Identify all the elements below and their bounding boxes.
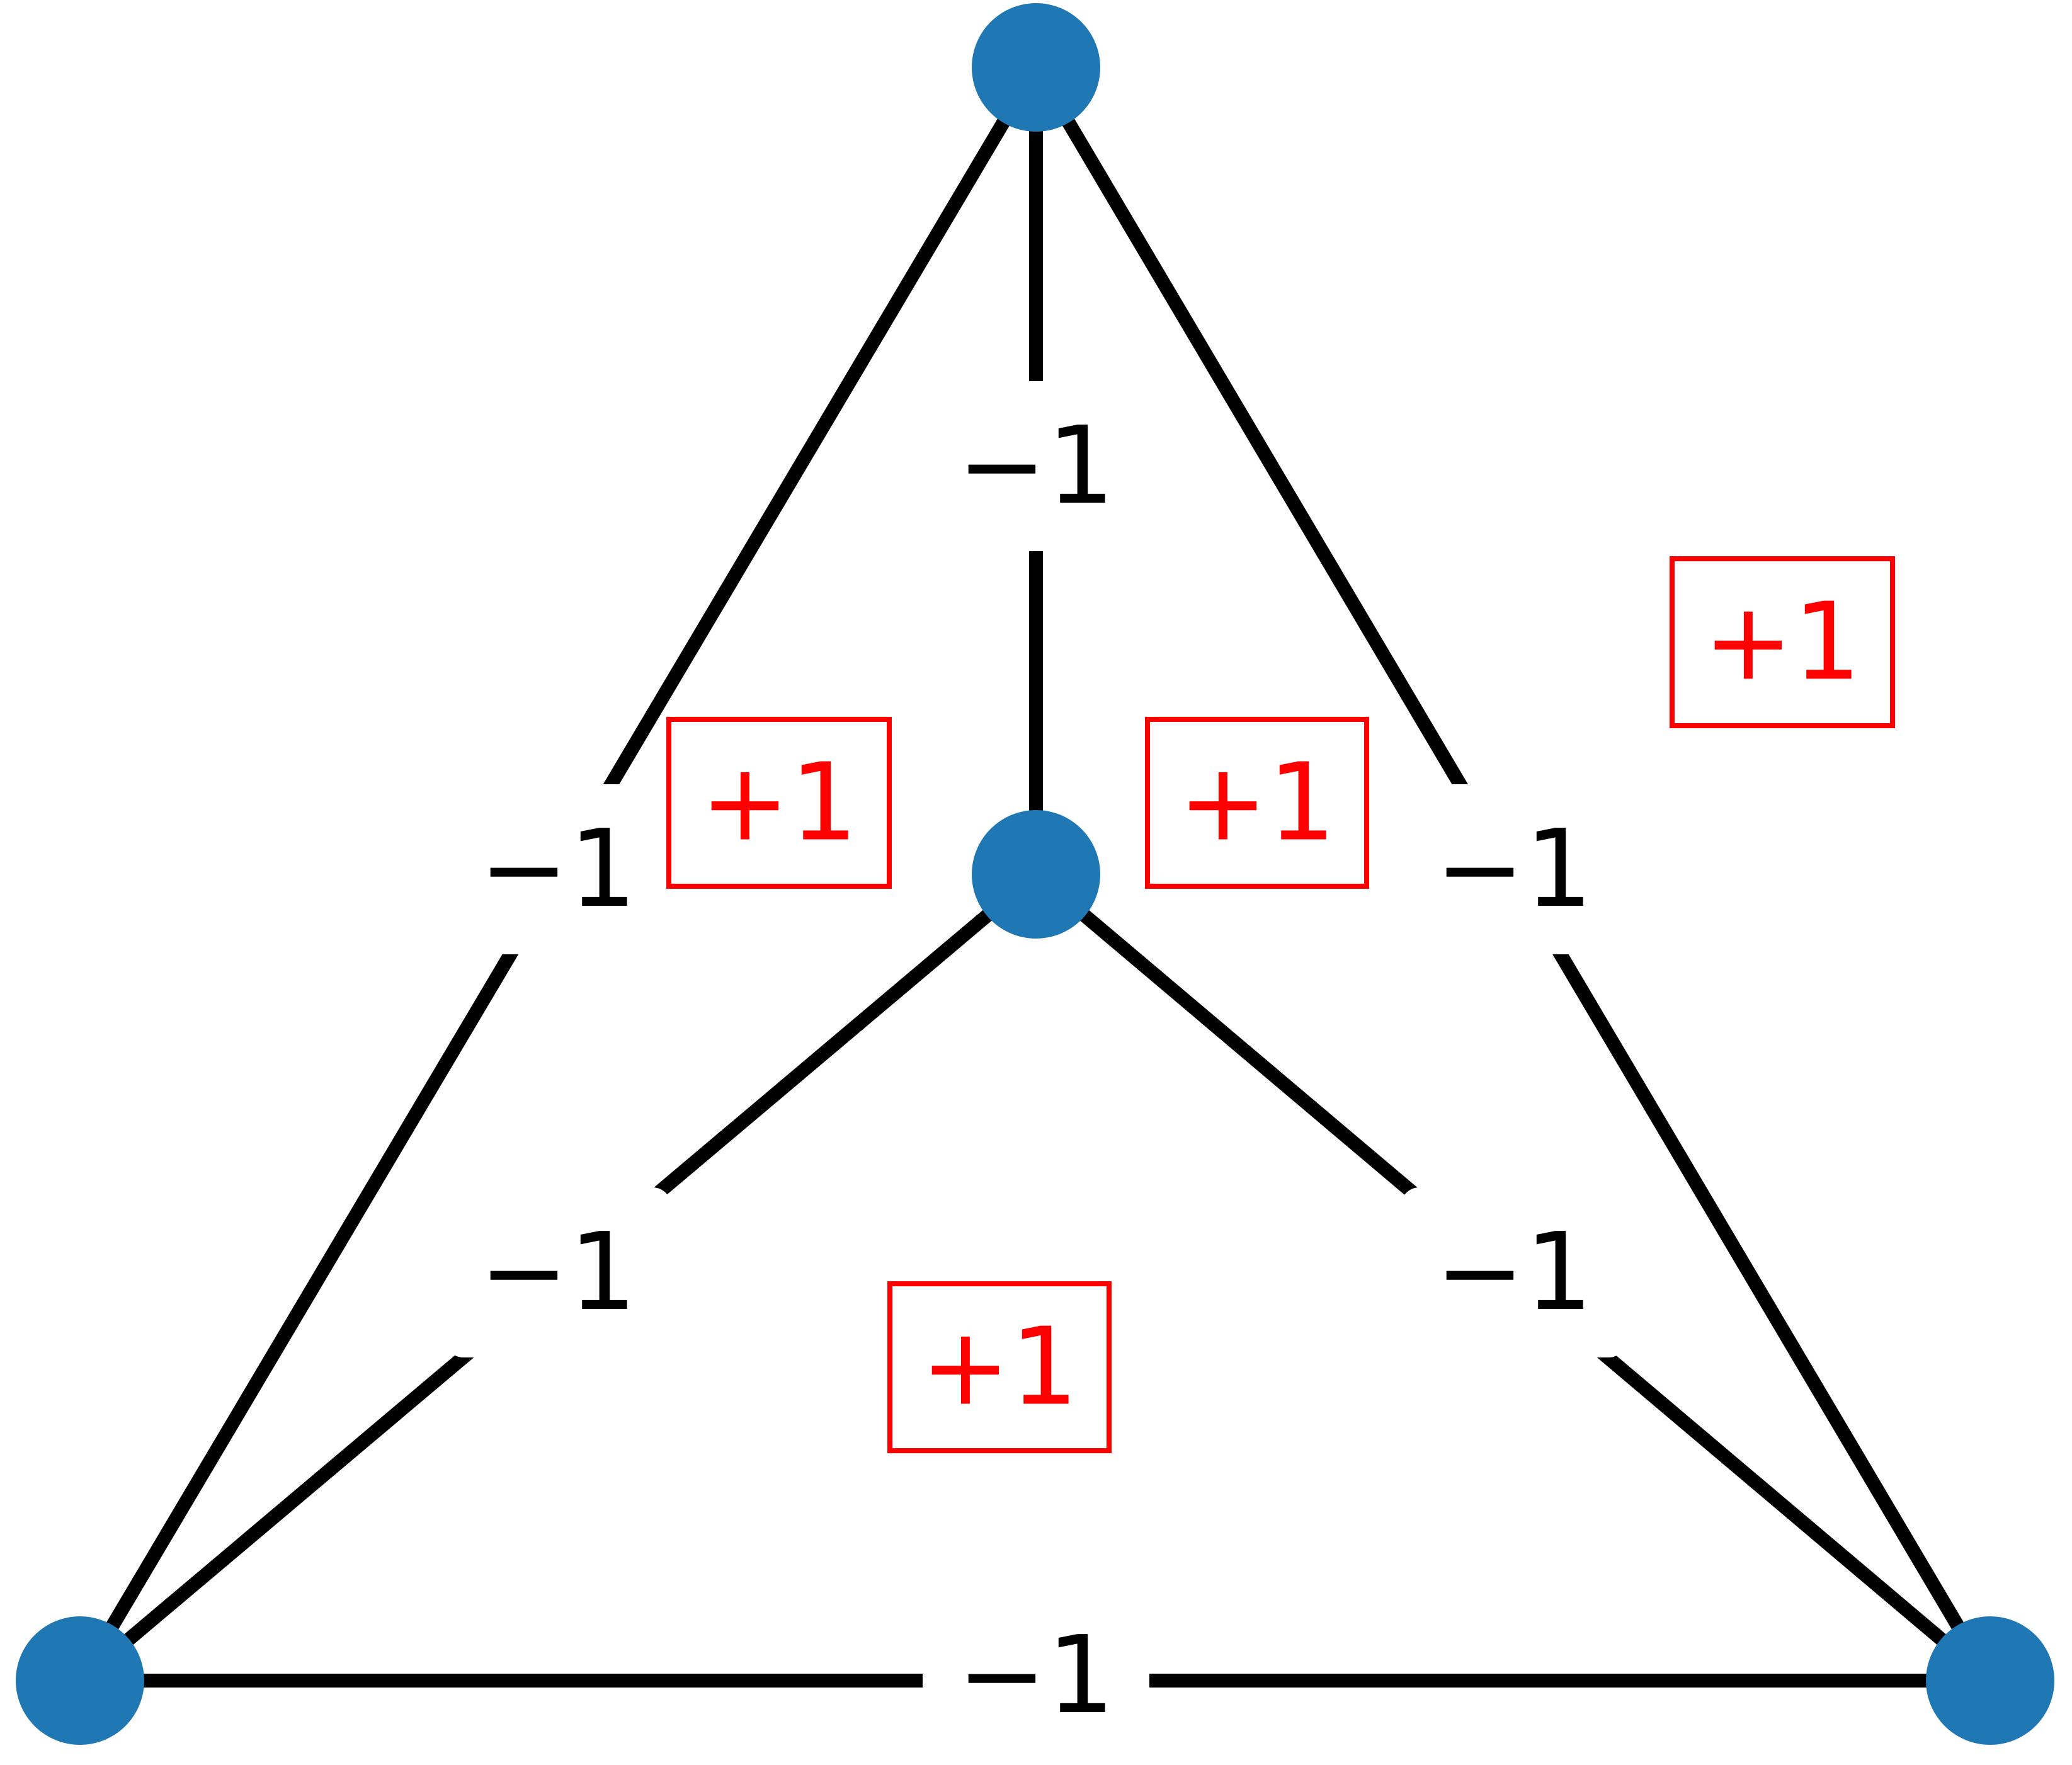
edge-label-top-center: −1: [957, 404, 1115, 528]
edge-label-background: [923, 1591, 1149, 1761]
edge-label-bottom-left-bottom-right: −1: [957, 1613, 1115, 1738]
edge-label-center-bottom-left: −1: [479, 1210, 637, 1335]
edge-label-background: [923, 381, 1149, 551]
edge-label-background: [445, 784, 671, 954]
face-label-left: +1: [700, 741, 858, 865]
face-box-bottom: [887, 1281, 1112, 1453]
edge-labels-layer: −1 −1 −1 −1 −1 −1: [445, 381, 1627, 1761]
edge-label-background: [1401, 1187, 1627, 1357]
face-label-bottom: +1: [921, 1305, 1079, 1430]
nodes-layer: [16, 3, 2054, 1745]
face-label-right: +1: [1178, 741, 1336, 865]
face-box-left: [666, 717, 892, 889]
node-bottom-left: [16, 1616, 144, 1745]
face-labels-layer: +1 +1 +1 +1: [666, 556, 1895, 1453]
edge-label-top-bottom-right: −1: [1435, 807, 1593, 932]
edge-label-top-bottom-left: −1: [479, 807, 637, 932]
edge-label-center-bottom-right: −1: [1435, 1210, 1593, 1335]
node-top: [972, 3, 1100, 132]
face-label-outer: +1: [1704, 580, 1862, 705]
face-box-outer: [1670, 556, 1895, 728]
node-center: [972, 810, 1100, 939]
edge-label-background: [445, 1187, 671, 1357]
edge-label-background: [1401, 784, 1627, 954]
node-bottom-right: [1926, 1616, 2054, 1745]
face-box-right: [1145, 717, 1369, 889]
